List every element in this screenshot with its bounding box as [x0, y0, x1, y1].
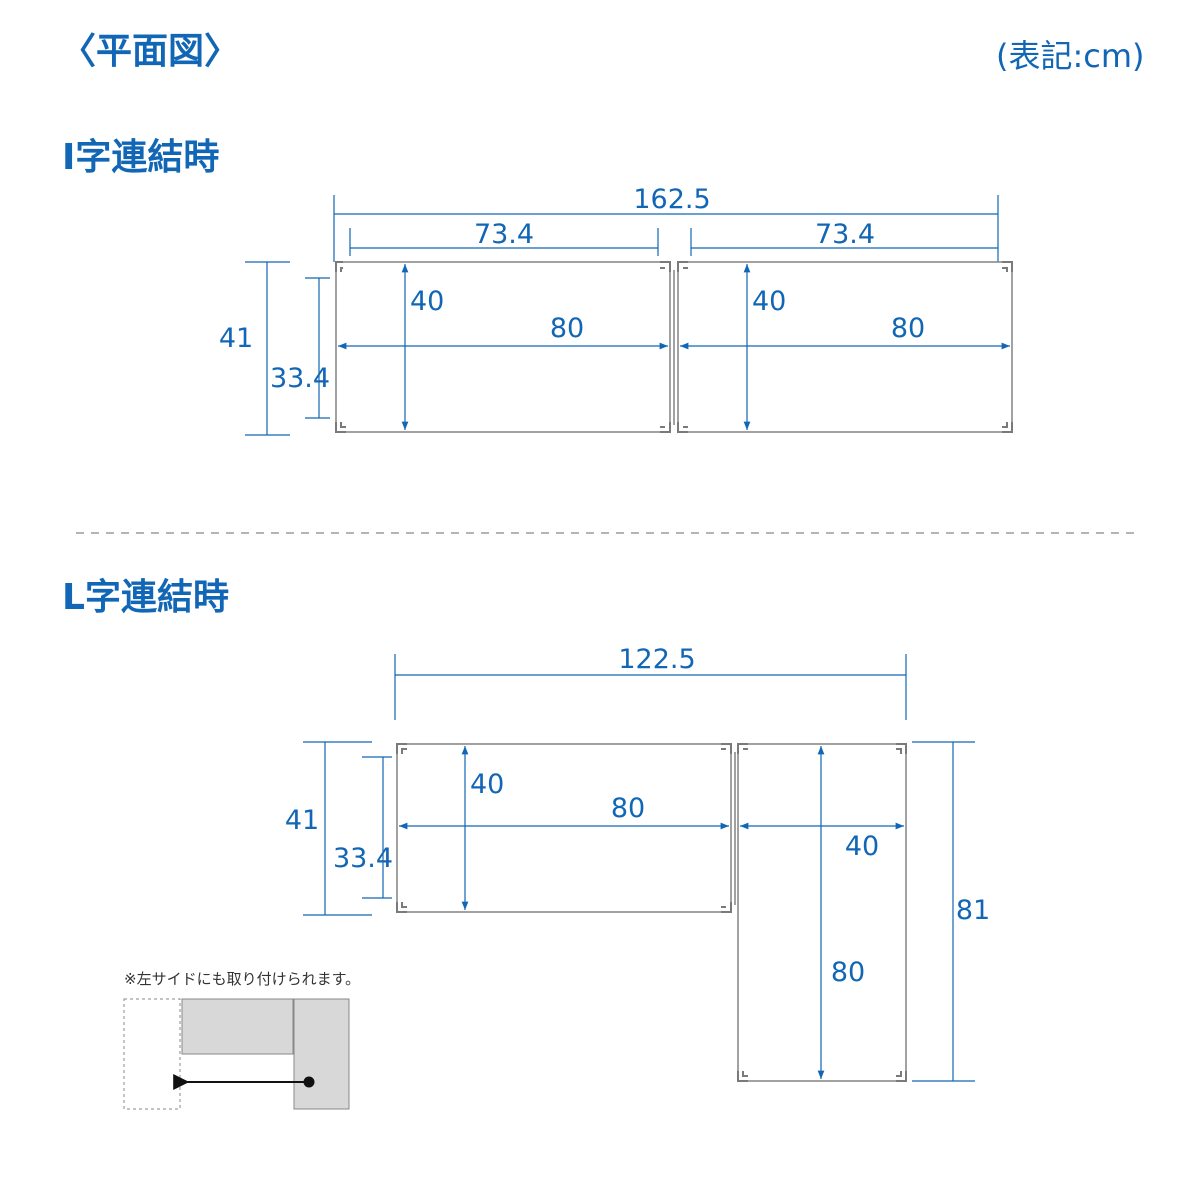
- i-inner-depth-label: 33.4: [270, 363, 330, 394]
- page-title: 〈平面図〉: [60, 31, 241, 72]
- i-outer-depth-label: 41: [219, 323, 253, 354]
- i-left-module: [335, 261, 671, 433]
- i-right-depth-label: 40: [752, 286, 786, 317]
- i-right-module: [677, 261, 1013, 433]
- l-vertical-length-label: 80: [831, 957, 865, 988]
- i-left-depth-label: 40: [410, 286, 444, 317]
- l-vertical-width-label: 40: [845, 831, 879, 862]
- i-total-width-label: 162.5: [633, 184, 710, 215]
- horizontal-module-thumb: [181, 998, 294, 1055]
- left-side-position: [123, 998, 181, 1110]
- vertical-module-thumb: [293, 998, 350, 1110]
- i-right-width-label: 80: [891, 313, 925, 344]
- units-label: (表記:cm): [996, 37, 1145, 75]
- l-outer-depth-label: 41: [285, 805, 319, 836]
- mounting-note: ※左サイドにも取り付けられます。: [124, 970, 361, 988]
- l-layout-drawing: 122.5 41 33.4 40 80 40 80 81: [285, 644, 990, 1082]
- left-side-mounting-thumbnail: [123, 998, 350, 1110]
- i-left-width-label: 80: [550, 313, 584, 344]
- move-origin-dot: [303, 1076, 315, 1088]
- i-left-inner-width-label: 73.4: [474, 219, 534, 250]
- l-layout-title: L字連結時: [62, 577, 229, 618]
- l-total-length-label: 81: [956, 895, 990, 926]
- l-horizontal-depth-label: 40: [470, 769, 504, 800]
- l-horizontal-module: [396, 743, 732, 913]
- i-layout-title: I字連結時: [62, 137, 220, 178]
- i-right-inner-width-label: 73.4: [815, 219, 875, 250]
- l-vertical-module: [737, 743, 907, 1082]
- l-inner-depth-label: 33.4: [333, 843, 393, 874]
- l-total-width-label: 122.5: [618, 644, 695, 675]
- i-layout-drawing: 162.5 73.4 73.4 41 33.4 40 80 40 80: [219, 184, 1013, 436]
- l-horizontal-width-label: 80: [611, 793, 645, 824]
